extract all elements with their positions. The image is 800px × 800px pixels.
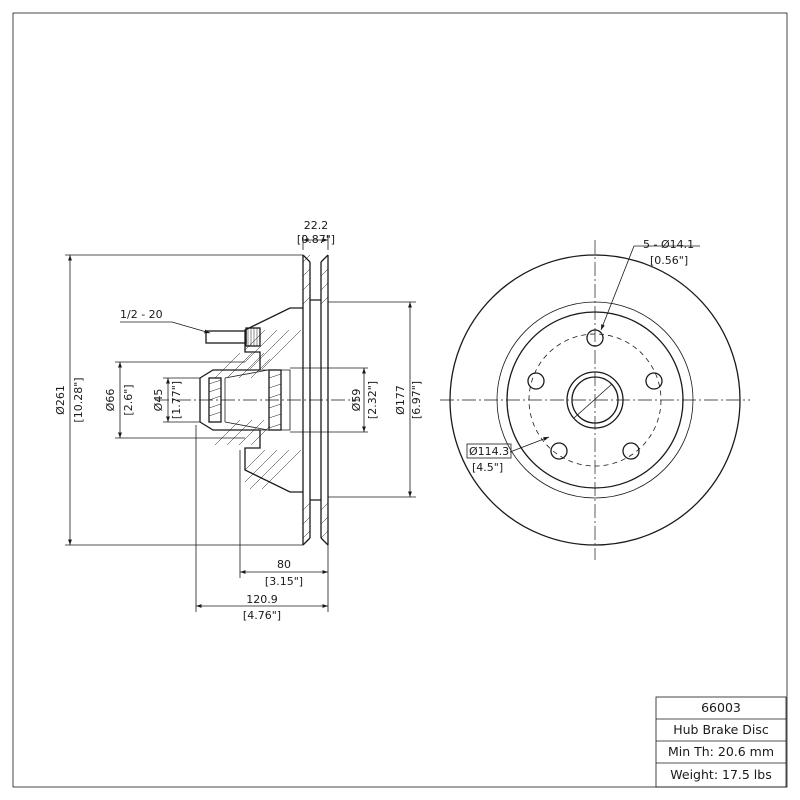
friction-ring-inner [496, 301, 694, 499]
part-weight: Weight: 17.5 lbs [670, 767, 771, 782]
hub-depth-mm: 80 [277, 558, 291, 571]
bolt-hole [550, 442, 568, 460]
hat-outer [506, 311, 684, 489]
hat-diameter-in: [6.97"] [410, 381, 423, 419]
bolt-holes-in: [0.56"] [650, 254, 688, 267]
bolt-circle-mm: Ø114.3 [469, 445, 509, 458]
bolt-holes-mm: 5 - Ø14.1 [643, 238, 694, 251]
overall-height-mm: 120.9 [246, 593, 278, 606]
rotor-outer-edge [449, 254, 741, 546]
wheel-stud [205, 327, 261, 347]
bolt-circle [528, 333, 662, 467]
part-number: 66003 [701, 700, 741, 715]
bearing-id-mm: Ø45 [152, 389, 165, 412]
inner-bearing-in: [2.32"] [366, 381, 379, 419]
outer-diameter-mm: Ø261 [54, 385, 67, 415]
bolt-hole [527, 372, 545, 390]
bolt-hole [622, 442, 640, 460]
bearing-od-mm: Ø66 [104, 389, 117, 412]
front-view: 5 - Ø14.1 [0.56"] Ø114.3 [4.5"] [440, 238, 750, 560]
min-thickness: Min Th: 20.6 mm [668, 744, 774, 759]
bolt-hole [586, 329, 604, 347]
inner-bearing-mm: Ø59 [350, 389, 363, 412]
stud-thread-label: 1/2 - 20 [120, 308, 163, 321]
bearing-id-in: [1.77"] [170, 381, 183, 419]
disc-thickness-mm: 22.2 [304, 219, 329, 232]
outer-diameter-in: [10.28"] [72, 377, 85, 422]
bolt-circle-in: [4.5"] [472, 461, 503, 474]
center-bore-inner [571, 376, 619, 424]
hat-diameter-mm: Ø177 [394, 385, 407, 415]
center-bore-outer [566, 371, 624, 429]
title-block: 66003 Hub Brake Disc Min Th: 20.6 mm Wei… [655, 696, 787, 788]
bolt-hole [645, 372, 663, 390]
bearing-od-in: [2.6"] [122, 384, 135, 415]
overall-height-in: [4.76"] [243, 609, 281, 622]
section-view: 22.2 [0.87"] 1/2 - 20 Ø261 [10.28"] Ø66 … [54, 219, 423, 622]
part-type: Hub Brake Disc [673, 722, 769, 737]
hub-depth-in: [3.15"] [265, 575, 303, 588]
disc-thickness-in: [0.87"] [297, 233, 335, 246]
drawing-frame [12, 12, 788, 788]
section-hatching [214, 254, 329, 539]
